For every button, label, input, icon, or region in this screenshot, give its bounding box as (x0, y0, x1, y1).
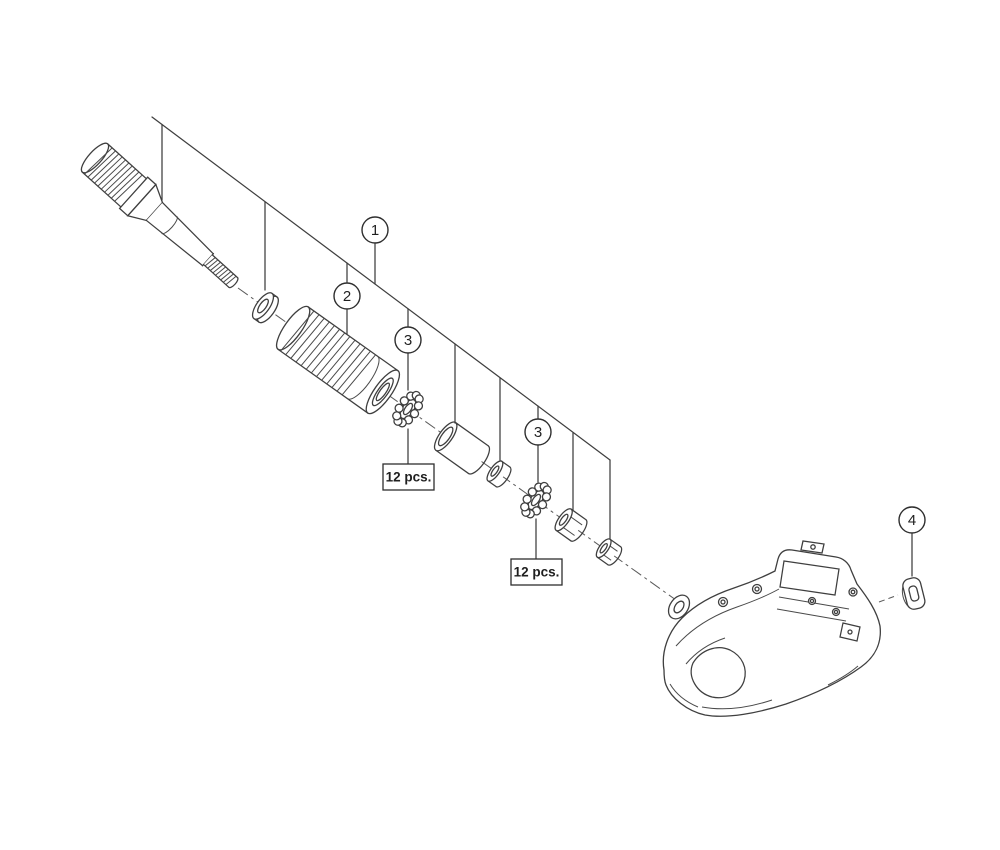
callout-3-lower-circle (524, 418, 552, 446)
cone-washer (251, 292, 279, 324)
callout-3-upper: 3 (394, 326, 422, 354)
lock-nut (595, 538, 623, 566)
leader-lines (151, 116, 913, 577)
callout-4-label: 4 (908, 512, 916, 529)
quantity-label-upper-box (382, 463, 435, 491)
pedal-body-outline (662, 549, 881, 717)
callout-4-circle (898, 506, 926, 534)
cone-bearing-race (486, 460, 512, 488)
quantity-label-lower: 12 pcs. (510, 558, 563, 586)
callout-1-label: 1 (371, 222, 379, 239)
quantity-label-lower-box (510, 558, 563, 586)
spindle-thread-lines (84, 147, 143, 202)
quantity-label-lower-text: 12 pcs. (514, 565, 560, 580)
ball-retainer-lower (514, 476, 558, 524)
body-cover-plate (901, 577, 926, 610)
callout-3-lower-label: 3 (534, 424, 542, 441)
quantity-label-upper-text: 12 pcs. (386, 470, 432, 485)
housing-thread-lines (280, 310, 376, 396)
callout-1-circle (361, 216, 389, 244)
spindle-tip-thread-lines (204, 257, 237, 285)
callout-3-upper-label: 3 (404, 332, 412, 349)
cone-adjust-nut (554, 508, 588, 542)
ball-retainer-upper (386, 385, 430, 433)
pedal-spindle (80, 142, 239, 289)
callout-2: 2 (333, 282, 361, 310)
callout-1: 1 (361, 216, 389, 244)
axle-housing (275, 305, 401, 415)
inner-sleeve (433, 421, 491, 475)
callout-4: 4 (898, 506, 926, 534)
pedal-front-opening (690, 647, 746, 699)
callout-3-upper-circle (394, 326, 422, 354)
rear-binding-plate (779, 560, 840, 596)
pedal-body (662, 540, 881, 717)
callout-2-label: 2 (343, 288, 351, 305)
assembly-bracket-line (151, 116, 611, 461)
callout-3-lower: 3 (524, 418, 552, 446)
callout-2-circle (333, 282, 361, 310)
cover-plate-connector (878, 594, 899, 603)
quantity-label-upper: 12 pcs. (382, 463, 435, 491)
